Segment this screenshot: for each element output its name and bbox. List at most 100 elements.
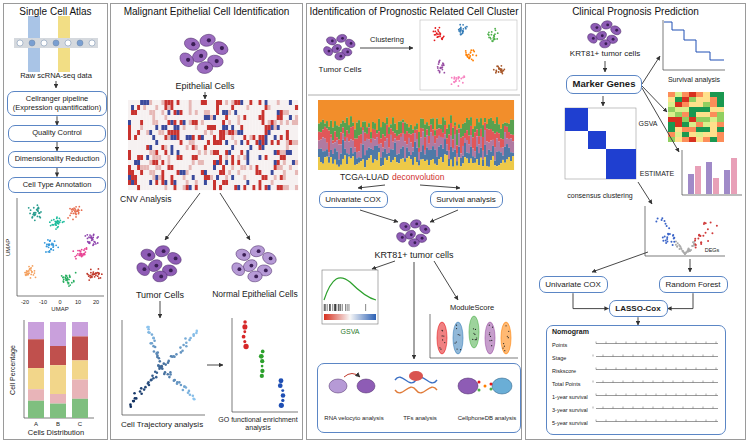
- heatmap-cell: [195, 100, 198, 105]
- heatmap-cell: [283, 125, 286, 130]
- heatmap-cell: [286, 105, 289, 110]
- deconvolution-bar: [430, 132, 432, 149]
- heatmap-cell: [274, 120, 277, 125]
- heatmap-cell: [177, 175, 180, 180]
- scatter-dot: [50, 248, 52, 250]
- heatmap-cell: [158, 105, 161, 110]
- heatmap-cell: [234, 170, 237, 175]
- scatter-dot: [466, 54, 468, 56]
- heatmap-cell: [152, 150, 155, 155]
- deconvolution-bar: [344, 137, 346, 141]
- heatmap-cell: [180, 105, 183, 110]
- heatmap-cell: [216, 140, 219, 145]
- heatmap-cell: [140, 160, 143, 165]
- heatmap-cell: [186, 130, 189, 135]
- deconvolution-bar: [336, 151, 338, 164]
- deconvolution-bar: [324, 127, 326, 139]
- heatmap-cell: [243, 185, 246, 190]
- heatmap-cell: [174, 170, 177, 175]
- heatmap-cell: [225, 170, 228, 175]
- plot-axis: [24, 320, 94, 418]
- deconvolution-bar: [326, 143, 328, 149]
- heatmap-cell: [240, 100, 243, 105]
- heatmap-cell: [228, 135, 231, 140]
- heatmap-cell: [143, 180, 146, 185]
- heatmap-cell: [249, 180, 252, 185]
- heatmap-cell: [268, 175, 271, 180]
- heatmap-cell: [177, 140, 180, 145]
- deconvolution-bar: [370, 132, 372, 139]
- heatmap-cell: [146, 120, 149, 125]
- heatmap-cell: [161, 165, 164, 170]
- deconvolution-bar: [416, 162, 418, 170]
- heatmap-cell: [152, 110, 155, 115]
- scatter-dot: [439, 27, 441, 29]
- deconvolution-bar: [416, 123, 418, 129]
- scatter-dot: [98, 273, 100, 275]
- deconvolution-bar: [322, 164, 324, 170]
- scatter-dot: [46, 246, 48, 248]
- scatter-dot: [95, 272, 97, 274]
- go-dot: [281, 393, 286, 398]
- heatmap-cell: [271, 140, 274, 145]
- heatmap-cell: [271, 120, 274, 125]
- heatmap-cell: [164, 180, 167, 185]
- heatmap-cell: [295, 105, 298, 110]
- deconvolution-bar: [348, 125, 350, 134]
- heatmap-cell: [167, 105, 170, 110]
- scatter-dot: [35, 212, 37, 214]
- heatmap-cell: [231, 130, 234, 135]
- heatmap-cell: [210, 120, 213, 125]
- heatmap-cell: [222, 170, 225, 175]
- heatmap-cell: [225, 115, 228, 120]
- deconvolution-bar: [336, 165, 338, 170]
- scatter-dot: [66, 278, 68, 280]
- heatmap-cell: [167, 135, 170, 140]
- deconvolution-bar: [380, 144, 382, 158]
- trajectory-dot: [148, 384, 151, 387]
- heatmap-cell: [268, 135, 271, 140]
- heatmap-cell: [213, 135, 216, 140]
- heatmap-cell: [128, 175, 131, 180]
- deconvolution-bar: [392, 150, 394, 160]
- heatmap-cell: [183, 135, 186, 140]
- heatmap-cell: [210, 155, 213, 160]
- scatter-dot: [87, 238, 89, 240]
- deconvolution-bar: [408, 100, 410, 127]
- deconvolution-bar: [374, 159, 376, 170]
- deconvolution-bar: [352, 153, 354, 156]
- heatmap-cell: [198, 145, 201, 150]
- deconvolution-bar: [432, 146, 434, 159]
- heatmap-cell: [222, 100, 225, 105]
- trajectory-dot: [192, 398, 195, 401]
- deconvolution-bar: [422, 145, 424, 159]
- heatmap-cell: [216, 170, 219, 175]
- heatmap-cell: [292, 155, 295, 160]
- deconvolution-bar: [420, 100, 422, 119]
- deconvolution-bar: [384, 141, 386, 149]
- heatmap-cell: [213, 120, 216, 125]
- scatter-dot: [68, 285, 70, 287]
- deconvolution-bar: [352, 126, 354, 141]
- trajectory-dot: [173, 379, 176, 382]
- heatmap-cell: [128, 165, 131, 170]
- heatmap-cell: [265, 130, 268, 135]
- scatter-dot: [434, 39, 436, 41]
- heatmap-cell: [143, 120, 146, 125]
- scatter-dot: [48, 244, 50, 246]
- heatmap-cell: [228, 155, 231, 160]
- heatmap-cell: [237, 100, 240, 105]
- deconvolution-bar: [334, 142, 336, 148]
- heatmap-cell: [274, 180, 277, 185]
- heatmap-cell: [161, 140, 164, 145]
- deconvolution-bar: [410, 143, 412, 156]
- deconvolution-bar: [400, 133, 402, 137]
- heatmap-cell: [140, 145, 143, 150]
- scatter-dot: [53, 219, 55, 221]
- scatter-dot: [45, 251, 47, 253]
- heatmap-cell: [286, 145, 289, 150]
- scatter-dot: [91, 238, 93, 240]
- heatmap-cell: [189, 115, 192, 120]
- deconvolution-bar: [342, 127, 344, 133]
